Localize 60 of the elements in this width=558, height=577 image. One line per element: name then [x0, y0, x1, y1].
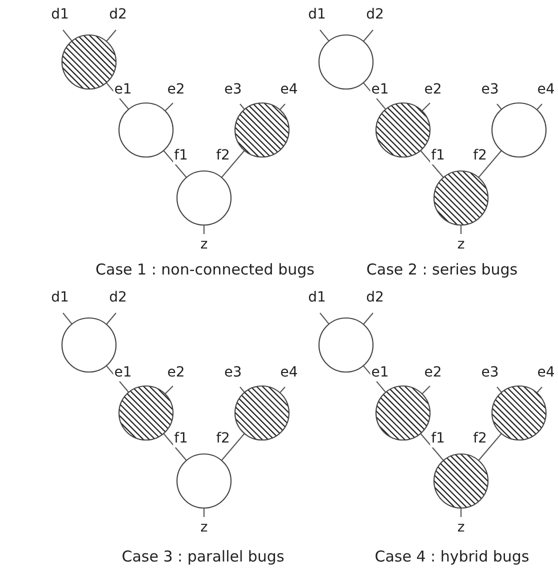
connector-line — [164, 386, 174, 394]
connector-line — [164, 102, 174, 112]
circle-node — [176, 453, 232, 509]
edge-label: e1 — [370, 364, 390, 382]
connector-line — [422, 102, 430, 112]
connector-line — [496, 104, 502, 110]
circle-node — [318, 317, 374, 373]
edge-label: f1 — [173, 430, 189, 448]
connector-line — [221, 433, 245, 461]
connector-line — [420, 150, 444, 178]
connector-line — [320, 30, 330, 42]
circle-node — [118, 102, 174, 158]
connector-line — [62, 312, 72, 324]
case-caption: Case 1 : non-connected bugs — [94, 262, 316, 278]
connector-line — [221, 150, 245, 178]
hatched-circle — [375, 385, 431, 441]
connector-line — [478, 150, 502, 178]
connector-line — [279, 104, 286, 110]
case-caption: Case 4 : hybrid bugs — [374, 548, 530, 566]
case-caption: Case 3 : parallel bugs — [120, 548, 286, 566]
connector-line — [240, 104, 245, 110]
edge-label: f1 — [173, 148, 189, 164]
connector-line — [279, 386, 286, 394]
connector-line — [422, 386, 430, 394]
edge-label: f1 — [430, 148, 446, 164]
hatched-circle — [118, 385, 174, 441]
edge-label: e1 — [370, 82, 390, 98]
hatched-circle — [491, 385, 547, 441]
circle-node — [176, 170, 232, 226]
connector-line — [320, 312, 330, 324]
connector-line — [240, 386, 245, 393]
circle-node — [318, 34, 374, 90]
connector-line — [363, 312, 374, 325]
connector-line — [362, 82, 386, 110]
hatched-circle — [375, 102, 431, 158]
connector-line — [496, 386, 502, 393]
connector-line — [106, 30, 116, 42]
hatched-circle — [234, 385, 290, 441]
circle-node — [491, 102, 547, 158]
connector-line — [106, 312, 116, 325]
edge-label: e1 — [113, 82, 133, 98]
connector-line — [106, 365, 130, 393]
connector-line — [478, 433, 502, 461]
hatched-circle — [61, 34, 117, 90]
connector-line — [536, 386, 542, 394]
connector-line — [62, 30, 72, 42]
hatched-circle — [234, 102, 290, 158]
hatched-circle — [433, 170, 489, 226]
connector-line — [163, 150, 187, 178]
connector-line — [362, 365, 386, 393]
edge-label: e1 — [113, 364, 133, 382]
connector-line — [536, 104, 542, 110]
connector-line — [420, 433, 444, 461]
circle-node — [61, 317, 117, 373]
connector-line — [363, 30, 374, 42]
connector-line — [163, 433, 187, 461]
connector-line — [106, 82, 130, 110]
case-caption: Case 2 : series bugs — [365, 262, 519, 278]
hatched-circle — [433, 453, 489, 509]
edge-label: f1 — [430, 430, 446, 448]
